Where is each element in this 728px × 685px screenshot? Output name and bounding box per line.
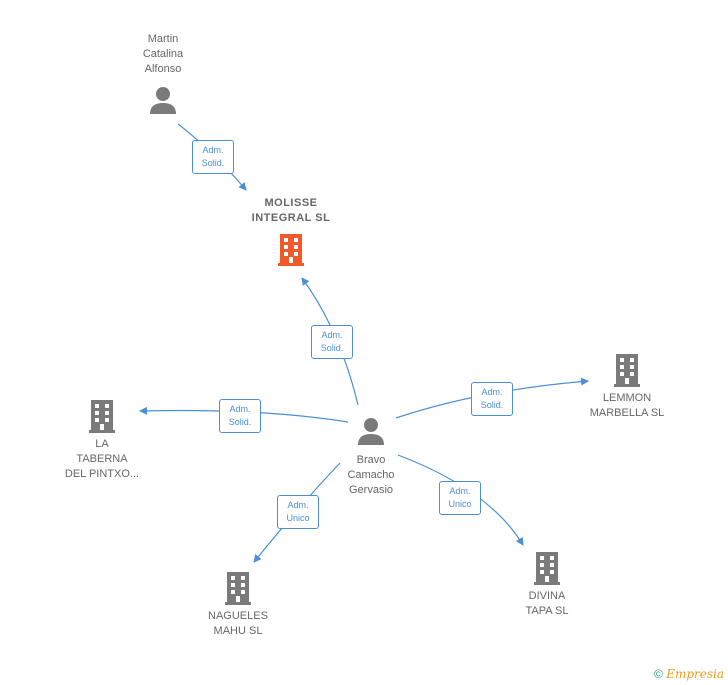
- node-label-line: Gervasio: [348, 484, 394, 496]
- node-company-nagueles[interactable]: NAGUELES MAHU SL: [192, 570, 284, 639]
- edge-label-bravo-lemmon: Adm. Solid.: [471, 382, 513, 416]
- node-company-molisse[interactable]: MOLISSE INTEGRAL SL: [236, 196, 346, 266]
- node-label-line: DEL PINTXO...: [64, 468, 140, 480]
- node-label-line: TAPA SL: [525, 605, 569, 617]
- node-label-line: LA: [95, 438, 109, 450]
- building-icon: [614, 354, 640, 387]
- brand-logo: Empresia: [666, 667, 724, 681]
- edge-label-line: Adm.: [321, 330, 343, 340]
- edge-label-line: Adm.: [202, 145, 224, 155]
- node-label-line: Catalina: [142, 48, 184, 60]
- edge-label-line: Unico: [286, 513, 310, 523]
- node-person-bravo[interactable]: Bravo Camacho Gervasio: [326, 416, 416, 498]
- edge-label-bravo-molisse: Adm. Solid.: [311, 325, 353, 359]
- node-label-line: TABERNA: [76, 453, 128, 465]
- edge-label-line: Solid.: [201, 158, 225, 168]
- person-icon: [358, 418, 384, 445]
- node-company-lemmon[interactable]: LEMMON MARBELLA SL: [578, 352, 676, 421]
- node-label-line: Camacho: [347, 469, 395, 481]
- node-label-line: NAGUELES: [208, 610, 268, 622]
- person-icon: [150, 87, 176, 114]
- edge-label-martin-molisse: Adm. Solid.: [192, 140, 234, 174]
- edge-label-line: Solid.: [228, 417, 252, 427]
- edge-label-bravo-nagueles: Adm. Unico: [277, 495, 319, 529]
- edge-label-line: Solid.: [480, 400, 504, 410]
- node-label-line: Alfonso: [144, 63, 182, 75]
- building-icon: [89, 400, 115, 433]
- node-person-martin[interactable]: Martin Catalina Alfonso: [118, 32, 208, 115]
- building-icon: [278, 234, 304, 266]
- node-label-line: Bravo: [356, 454, 386, 466]
- node-label-line: INTEGRAL SL: [251, 212, 331, 224]
- node-label-line: LEMMON: [602, 392, 652, 404]
- node-company-divina[interactable]: DIVINA TAPA SL: [504, 550, 590, 619]
- footer-watermark: © Empresia: [654, 667, 724, 681]
- building-icon: [534, 552, 560, 585]
- building-icon: [225, 572, 251, 605]
- node-label-line: MAHU SL: [213, 625, 263, 637]
- edge-label-line: Adm.: [481, 387, 503, 397]
- copyright-symbol: ©: [654, 667, 663, 681]
- node-company-la-taberna[interactable]: LA TABERNA DEL PINTXO...: [54, 398, 150, 482]
- edge-label-line: Adm.: [449, 486, 471, 496]
- edge-label-line: Adm.: [287, 500, 309, 510]
- edge-label-line: Unico: [448, 499, 472, 509]
- node-label-line: MOLISSE: [264, 197, 318, 209]
- edge-label-bravo-taberna: Adm. Solid.: [219, 399, 261, 433]
- node-label-line: Martin: [147, 33, 179, 45]
- edge-label-line: Solid.: [320, 343, 344, 353]
- edge-label-line: Adm.: [229, 404, 251, 414]
- edge-label-bravo-divina: Adm. Unico: [439, 481, 481, 515]
- node-label-line: MARBELLA SL: [589, 407, 665, 419]
- node-label-line: DIVINA: [528, 590, 566, 602]
